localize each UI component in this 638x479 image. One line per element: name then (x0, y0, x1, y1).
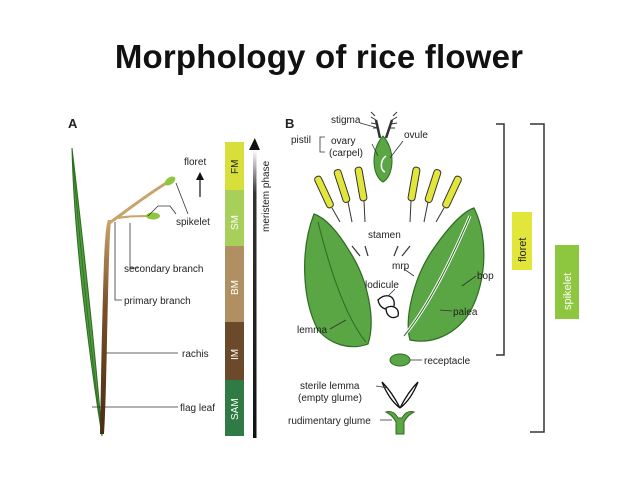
secondary-branch (117, 215, 149, 219)
label-floret-a: floret (184, 157, 206, 168)
palea-shape (402, 207, 485, 342)
panel-a-letter: A (68, 116, 78, 131)
label-rachis: rachis (182, 349, 209, 360)
label-primary-branch: primary branch (124, 296, 191, 307)
panel-b-letter: B (285, 116, 294, 131)
lodicules (377, 295, 399, 319)
label-bop: bop (477, 271, 494, 282)
spikelet-upper (164, 176, 176, 186)
panel-b: B (285, 111, 579, 435)
rudimentary-glume-shape (384, 411, 416, 435)
phase-bm (225, 246, 244, 322)
label-empty-glume: (empty glume) (298, 393, 362, 404)
slide-title: Morphology of rice flower (114, 38, 524, 75)
label-ovary: ovary (331, 136, 355, 147)
label-sterile-lemma: sterile lemma (300, 381, 360, 392)
label-rudimentary-glume: rudimentary glume (288, 416, 371, 427)
meristem-phase-bar: FM SM BM IM SAM (225, 142, 244, 436)
spikelet-bracket: spikelet (530, 123, 579, 433)
phase-fm (225, 142, 244, 190)
label-receptacle: receptacle (424, 356, 471, 367)
label-pistil: pistil (291, 135, 311, 146)
label-carpel: (carpel) (329, 148, 363, 159)
spikelet-tag-label: spikelet (562, 273, 574, 310)
label-lodicule: lodicule (365, 280, 399, 291)
panel-a: A floret spikelet secondary branch prima… (68, 116, 272, 438)
phase-label-im: IM (230, 349, 241, 360)
label-mrp: mrp (392, 261, 410, 272)
label-palea: palea (453, 307, 478, 318)
phase-label-sm: SM (230, 215, 241, 230)
meristem-phase-label: meristem phase (261, 160, 272, 232)
stamens (314, 166, 462, 223)
phase-sm (225, 190, 244, 246)
flag-leaf-shape (71, 147, 103, 437)
receptacle-shape (389, 353, 411, 367)
floret-tag-label: floret (517, 238, 529, 262)
label-ovule: ovule (404, 130, 428, 141)
label-stamen: stamen (368, 230, 401, 241)
phase-label-sam: SAM (230, 398, 241, 420)
label-flag-leaf: flag leaf (180, 403, 215, 414)
primary-branch (107, 180, 169, 226)
meristem-phase-arrow (253, 150, 257, 438)
phase-sam (225, 380, 244, 436)
pistil-shape (370, 111, 398, 183)
phase-label-fm: FM (230, 160, 241, 174)
floret-tag (512, 212, 532, 270)
phase-label-bm: BM (230, 280, 241, 295)
label-secondary-branch: secondary branch (124, 264, 204, 275)
phase-im (225, 322, 244, 380)
lemma-shape (304, 213, 372, 348)
label-spikelet-a: spikelet (176, 217, 210, 228)
rachis-stem (100, 220, 111, 434)
spikelet-tag (555, 245, 579, 319)
sterile-lemmas (381, 381, 419, 409)
floret-bracket: floret (496, 123, 532, 356)
label-stigma: stigma (331, 115, 361, 126)
label-lemma: lemma (297, 325, 327, 336)
